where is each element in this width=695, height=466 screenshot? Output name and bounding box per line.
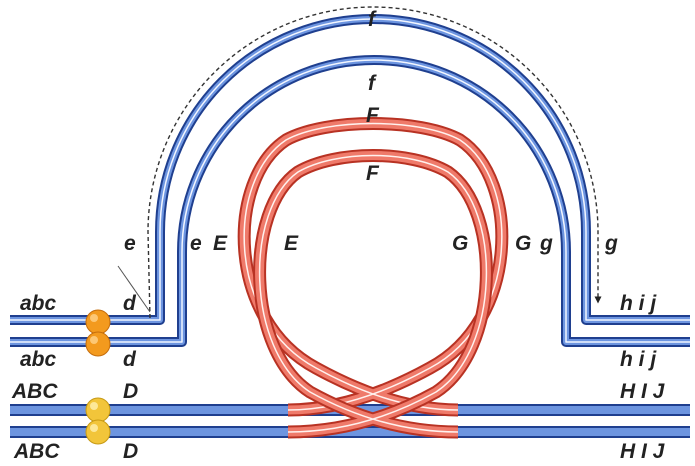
label-row4-right: H I J	[620, 440, 666, 463]
label-row1-mid: d	[123, 292, 137, 315]
red-loop-outer	[237, 117, 509, 417]
pointer-line	[117, 265, 151, 313]
label-g-inner: g	[539, 232, 553, 255]
label-outer-arc-f: f	[368, 8, 377, 31]
label-e-inner: e	[190, 232, 202, 255]
blue-loop-inner-strand	[10, 55, 690, 347]
label-E-inner: E	[284, 232, 299, 255]
label-row1-left: abc	[20, 292, 57, 315]
red-loop-inner	[253, 149, 493, 439]
label-row2-left: abc	[20, 348, 57, 371]
label-e-outer: e	[124, 232, 136, 255]
label-row4-left: ABC	[13, 440, 60, 463]
label-E-outer: E	[213, 232, 228, 255]
label-row3-left: ABC	[11, 380, 58, 403]
centromere-yellow	[85, 397, 111, 445]
label-G-outer: G	[515, 232, 531, 255]
label-row2-mid: d	[123, 348, 137, 371]
label-row4-mid: D	[123, 440, 138, 463]
label-inner-arc-f: f	[368, 72, 377, 95]
label-row3-right: H I J	[620, 380, 666, 403]
label-red-outer-F: F	[366, 104, 380, 127]
label-row3-mid: D	[123, 380, 138, 403]
label-red-inner-F: F	[366, 162, 380, 185]
label-row1-right: h i j	[620, 292, 657, 315]
label-g-outer: g	[604, 232, 618, 255]
centromere-orange	[85, 309, 111, 357]
label-G-inner: G	[452, 232, 468, 255]
label-row2-right: h i j	[620, 348, 657, 371]
blue-loop-outer-strand	[10, 14, 690, 325]
